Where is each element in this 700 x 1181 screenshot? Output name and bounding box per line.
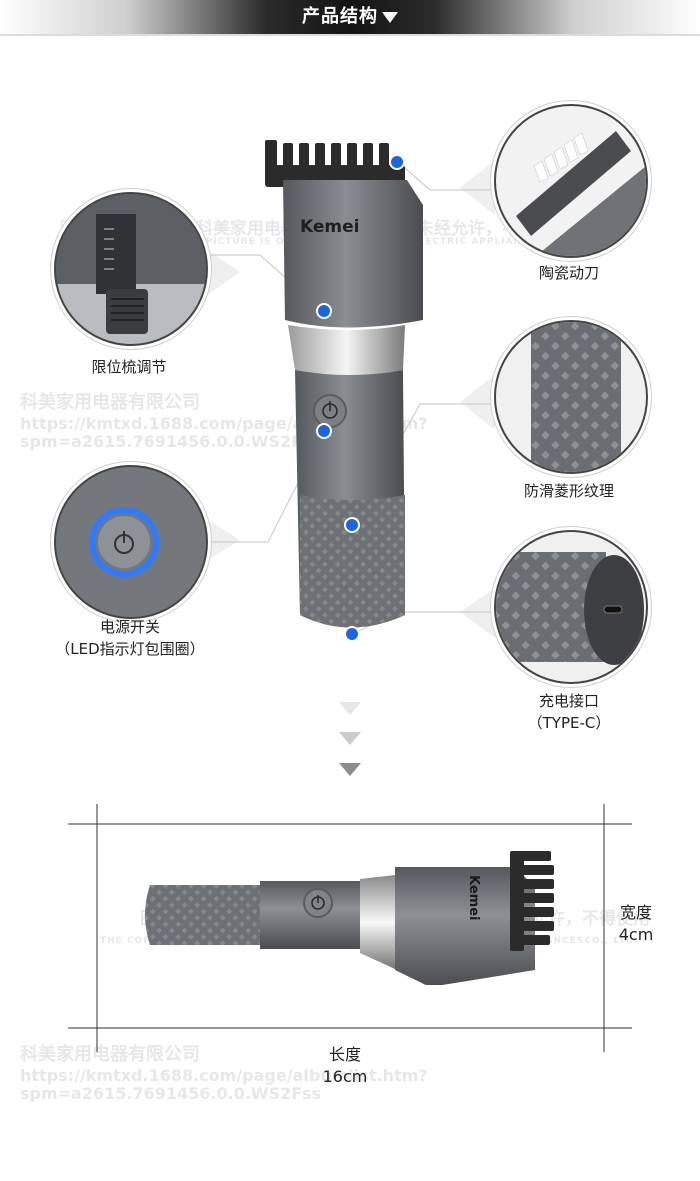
detail-circle-ceramic-blade: [494, 104, 648, 258]
ceramic-blade-detail-image: [496, 106, 646, 256]
watermark-company: 科美家用电器有限公司: [20, 392, 200, 413]
marker-dot-port: [346, 628, 358, 640]
power-switch-detail-image: [56, 467, 206, 617]
label-power-switch-line1: 电源开关: [99, 618, 160, 636]
length-value: 16cm: [322, 1067, 368, 1086]
section-title: 产品结构: [0, 0, 700, 34]
width-label: 宽度: [619, 903, 652, 922]
brand-logo-text-side: Kemei: [466, 875, 481, 920]
label-power-switch: 电源开关 （LED指示灯包围圈）: [30, 616, 230, 660]
section-title-text: 产品结构: [302, 6, 378, 27]
marker-dot-comb: [318, 305, 330, 317]
marker-dot-texture: [346, 519, 358, 531]
marker-dot-switch: [318, 425, 330, 437]
label-charging-port-line1: 充电接口: [538, 692, 599, 710]
product-trimmer-front: Kemei: [265, 140, 423, 628]
detail-circle-charging-port: [494, 530, 648, 684]
triangle-down-icon-3: [339, 763, 361, 776]
watermark-url-4: spm=a2615.7691456.0.0.WS2Fss: [20, 1084, 322, 1103]
detail-circle-limit-comb: [54, 192, 208, 346]
limit-comb-detail-image: [56, 194, 206, 344]
dimension-width: 宽度 4cm: [612, 902, 660, 946]
label-limit-comb: 限位梳调节: [91, 358, 167, 376]
dimension-frame: [68, 804, 632, 1052]
label-charging-port: 充电接口 （TYPE-C）: [494, 690, 644, 734]
length-label: 长度: [328, 1045, 361, 1064]
header-divider: [0, 34, 700, 36]
label-charging-port-line2: （TYPE-C）: [527, 714, 611, 732]
marker-dot-blade: [391, 156, 403, 168]
product-trimmer-side: Kemei: [145, 851, 554, 985]
label-ceramic-blade: 陶瓷动刀: [538, 264, 599, 282]
detail-circle-power-switch: [54, 465, 208, 619]
watermark-url-3: https://kmtxd.1688.com/page/albumlist.ht…: [20, 1066, 428, 1085]
texture-detail-image: [496, 322, 646, 472]
triangle-down-icon-2: [339, 732, 361, 745]
watermark-url-2: spm=a2615.7691456.0.0.WS2Fss: [20, 432, 322, 451]
dimension-length: 长度 16cm: [310, 1044, 380, 1088]
section-header: [0, 0, 700, 34]
label-power-switch-line2: （LED指示灯包围圈）: [55, 640, 205, 658]
triangle-down-icon-1: [339, 702, 361, 715]
detail-circle-texture: [494, 320, 648, 474]
label-texture: 防滑菱形纹理: [523, 482, 614, 500]
watermark-company-2: 科美家用电器有限公司: [20, 1044, 200, 1065]
charging-port-detail-image: [496, 532, 646, 682]
width-value: 4cm: [618, 925, 654, 944]
brand-logo-text: Kemei: [300, 217, 359, 237]
triangle-down-icon: [382, 12, 398, 23]
